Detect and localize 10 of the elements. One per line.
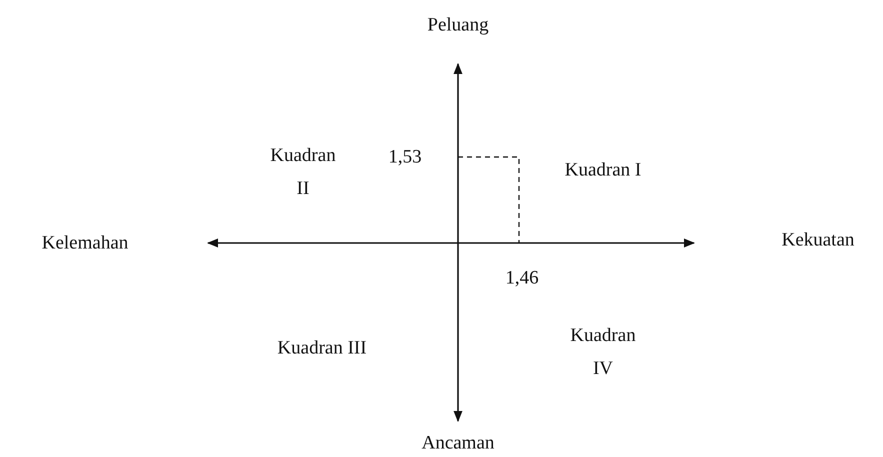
axis-label: Kelemahan (42, 232, 128, 256)
quadrant-label: Kuadran I (564, 158, 642, 182)
axis-label: Peluang (427, 14, 489, 38)
value-label: 1,46 (505, 266, 539, 290)
quadrant-label: Kuadran III (277, 336, 367, 360)
value-label: 1,53 (388, 146, 422, 170)
quadrant-label: Kuadran IV (569, 324, 637, 381)
axis-label: Ancaman (422, 432, 494, 456)
axis-label: Kekuatan (782, 228, 854, 252)
quadrant-label: Kuadran II (269, 144, 337, 201)
